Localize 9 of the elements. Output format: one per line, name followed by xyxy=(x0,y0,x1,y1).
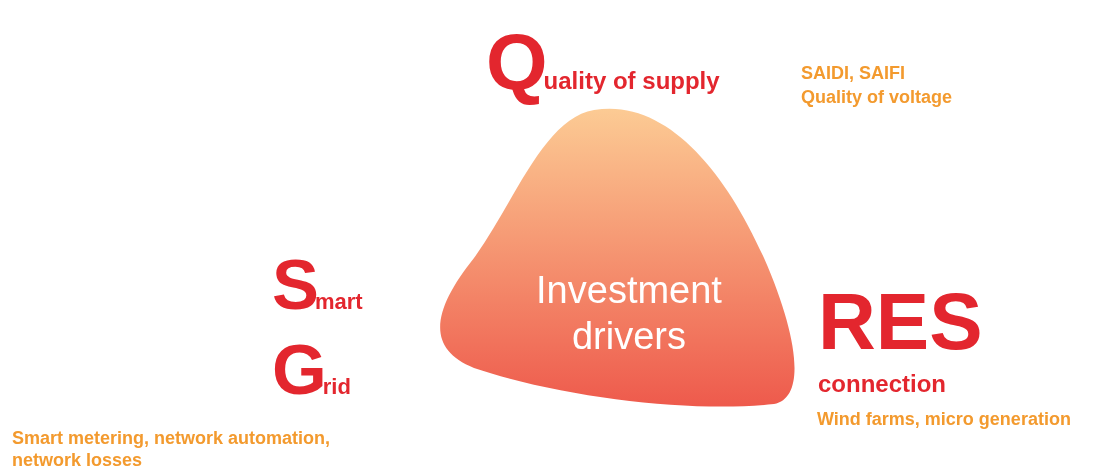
heading: RES xyxy=(818,282,983,362)
note: Wind farms, micro generation xyxy=(817,410,1071,428)
heading: Smart xyxy=(272,250,363,321)
note: Quality of voltage xyxy=(801,88,953,106)
note: Smart metering, network automation, network losses xyxy=(12,428,332,468)
center-title: Investment drivers xyxy=(535,268,723,359)
heading: connection xyxy=(818,372,946,396)
note: SAIDI, SAIFI xyxy=(801,64,905,82)
heading: Grid xyxy=(272,335,351,406)
